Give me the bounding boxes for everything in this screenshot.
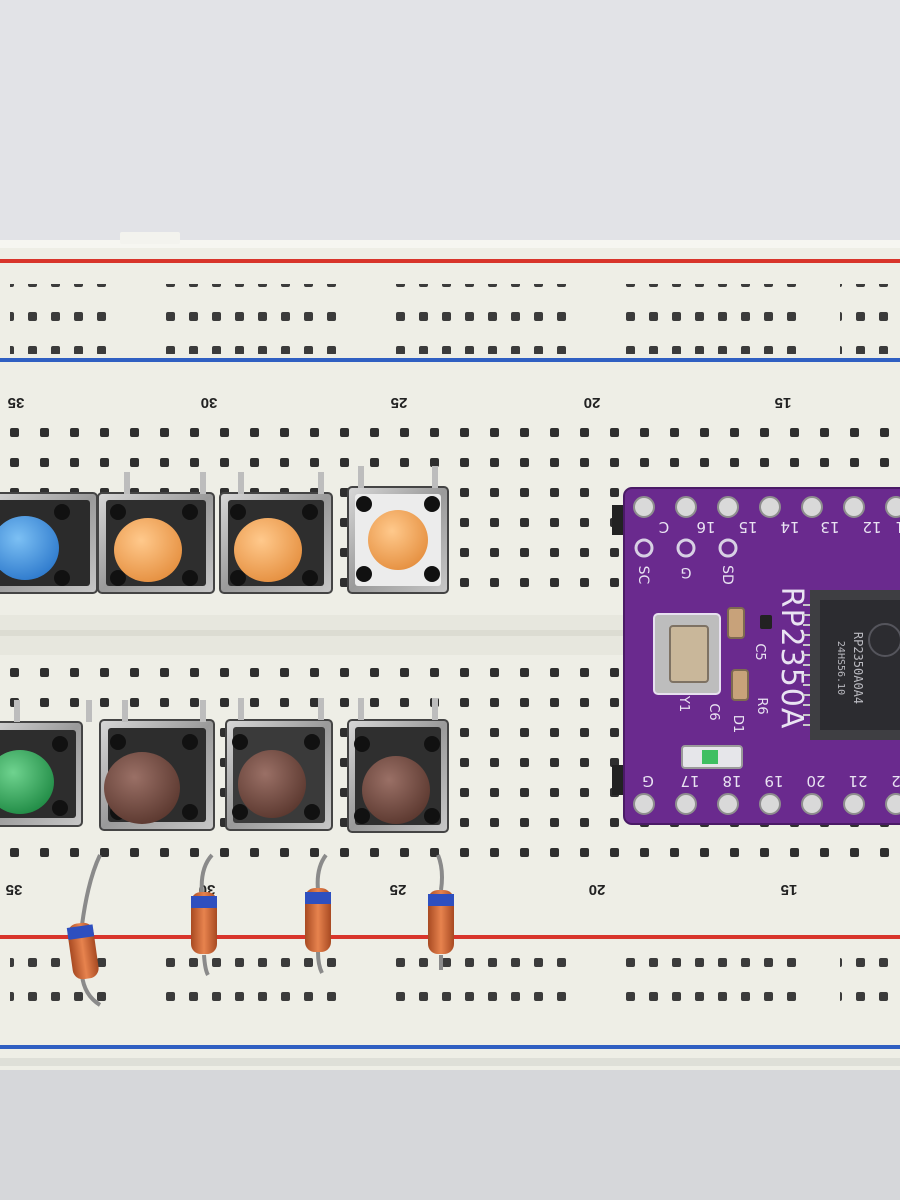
rp2350-chip: RP2350A0A4 24HS56.10 <box>803 590 900 740</box>
diode <box>305 853 331 974</box>
bottom-label-20: 20 <box>589 881 606 898</box>
diode <box>428 854 454 970</box>
chip-marking: RP2350A0A4 <box>851 632 865 704</box>
resistor <box>760 615 772 629</box>
component-label: R6 <box>754 697 769 714</box>
top-label-20: 20 <box>584 394 601 411</box>
bottom-pin-row <box>633 793 900 815</box>
chip-marking: 24HS56.10 <box>835 641 846 695</box>
pin-label: 20 <box>806 772 825 790</box>
bottom-pin-labels: G 17 18 19 20 21 2 <box>642 772 900 790</box>
pin-label: 17 <box>680 772 699 790</box>
component-label: Y1 <box>676 695 691 712</box>
diodes <box>66 853 454 1007</box>
top-pin-labels: C 16 15 14 13 12 1 <box>659 518 900 536</box>
board-label: RP2350A <box>774 587 809 730</box>
pin-label: 14 <box>780 518 799 536</box>
pin-label: 2 <box>891 772 900 790</box>
push-button-brown-1[interactable] <box>99 700 215 831</box>
push-button-green[interactable] <box>0 700 92 827</box>
side-label: G <box>681 564 692 580</box>
button-cap-orange <box>368 510 428 570</box>
button-cap-green <box>0 750 54 814</box>
bottom-power-rail <box>0 935 900 1049</box>
bottom-label-35: 35 <box>6 881 23 898</box>
pin-label: 19 <box>764 772 783 790</box>
push-button-brown-3[interactable] <box>347 698 449 833</box>
push-buttons <box>0 466 449 833</box>
side-label: SD <box>719 565 735 585</box>
top-blue-rail-line <box>0 358 900 362</box>
button-cap-brown <box>104 752 180 824</box>
crystal-y1 <box>653 613 721 695</box>
pin-label: 12 <box>862 518 881 536</box>
top-label-15: 15 <box>775 394 792 411</box>
push-button-blue[interactable] <box>0 492 98 594</box>
pin-label: 15 <box>738 518 757 536</box>
capacitor-c6 <box>731 669 749 701</box>
push-button-orange-3[interactable] <box>347 466 449 594</box>
bottom-blue-rail-line <box>0 1045 900 1049</box>
bottom-label-15: 15 <box>781 881 798 898</box>
pin-label: C <box>659 518 669 536</box>
button-cap-orange <box>114 518 182 582</box>
button-cap-orange <box>234 518 302 582</box>
top-pin-row <box>633 496 900 518</box>
raspberry-logo-icon <box>868 623 900 657</box>
side-label: SC <box>635 566 651 585</box>
top-label-25: 25 <box>391 394 408 411</box>
component-label: D1 <box>730 715 745 733</box>
top-label-30: 30 <box>201 394 218 411</box>
button-cap-brown <box>362 756 430 824</box>
push-button-brown-2[interactable] <box>225 698 333 831</box>
component-label: C6 <box>706 703 721 720</box>
top-column-labels: 35 30 25 20 15 <box>8 394 792 411</box>
bottom-label-25: 25 <box>390 881 407 898</box>
top-red-rail-line <box>0 259 900 263</box>
pin-label: 1 <box>895 518 900 536</box>
top-label-35: 35 <box>8 394 25 411</box>
pin-label: 18 <box>722 772 741 790</box>
button-cap-blue <box>0 516 59 580</box>
diode <box>191 853 217 977</box>
pin-label: 21 <box>848 772 867 790</box>
push-button-orange-2[interactable] <box>219 472 333 594</box>
top-power-rail <box>0 259 900 362</box>
pin-label: G <box>642 772 654 790</box>
diode <box>66 854 102 1007</box>
rp2350a-board: C 16 15 14 13 12 1 SC G SD C5 R6 Y1 C6 D… <box>612 487 900 825</box>
button-cap-brown <box>238 750 306 818</box>
pin-label: 16 <box>696 518 715 536</box>
pin-label: 13 <box>820 518 839 536</box>
component-label: C5 <box>752 643 767 660</box>
push-button-orange-1[interactable] <box>97 472 215 594</box>
capacitor-c5 <box>727 607 745 639</box>
